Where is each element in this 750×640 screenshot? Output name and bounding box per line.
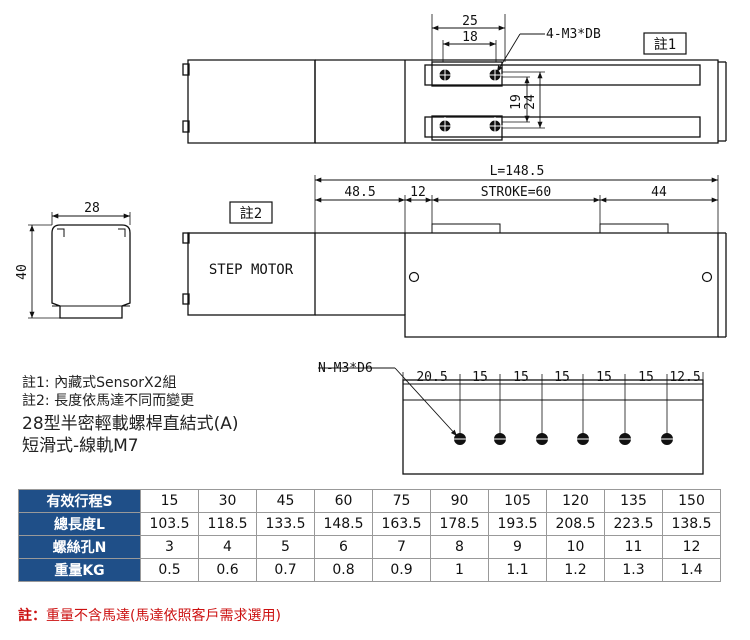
table-cell: 1.1: [488, 558, 547, 582]
pitch-15-b: 15: [513, 370, 529, 385]
dim-25: 25: [462, 14, 478, 29]
pitch-15-d: 15: [596, 370, 612, 385]
motor-label: STEP MOTOR: [209, 262, 294, 278]
note-2: 註2: 長度依馬達不同而變更: [22, 393, 195, 409]
table-cell: 118.5: [198, 512, 257, 536]
pitch-15-c: 15: [554, 370, 570, 385]
table-cell: 208.5: [546, 512, 605, 536]
table-cell: 0.7: [256, 558, 315, 582]
pitch-15-a: 15: [472, 370, 488, 385]
row-label-screws: 螺絲孔N: [18, 535, 141, 559]
pitch-20-5: 20.5: [416, 370, 447, 385]
side-view: [182, 175, 727, 338]
table-cell: 6: [314, 535, 373, 559]
top-view: [182, 14, 727, 144]
rail-hole-callout: N-M3*D6: [318, 361, 373, 376]
rail-view: [318, 367, 704, 475]
table-row: 總長度L 103.5 118.5 133.5 148.5 163.5 178.5…: [18, 512, 721, 536]
table-cell: 11: [604, 535, 663, 559]
top-view-holes: [436, 66, 504, 135]
table-cell: 30: [198, 489, 257, 513]
table-cell: 1.2: [546, 558, 605, 582]
table-cell: 45: [256, 489, 315, 513]
note-box-2: 註2: [240, 206, 262, 222]
row-label-weight: 重量KG: [18, 558, 141, 582]
table-row: 有效行程S 15 30 45 60 75 90 105 120 135 150: [18, 489, 721, 513]
seg-12: 12: [410, 185, 426, 200]
table-cell: 3: [140, 535, 199, 559]
table-cell: 120: [546, 489, 605, 513]
footer-note: 註：重量不含馬達(馬達依照客戶需求選用): [18, 605, 281, 625]
table-cell: 15: [140, 489, 199, 513]
note-box-1: 註1: [654, 37, 676, 53]
dim-24: 24: [523, 94, 538, 110]
end-width: 28: [84, 201, 100, 216]
table-cell: 223.5: [604, 512, 663, 536]
table-cell: 0.5: [140, 558, 199, 582]
row-label-stroke: 有效行程S: [18, 489, 141, 513]
model-subtitle: 短滑式-線軌M7: [22, 436, 139, 456]
note-1: 註1: 內藏式SensorX2組: [22, 375, 177, 391]
table-row: 螺絲孔N 3 4 5 6 7 8 9 10 11 12: [18, 535, 721, 559]
table-cell: 133.5: [256, 512, 315, 536]
top-hole-callout: 4-M3*DB: [546, 27, 601, 42]
table-cell: 0.8: [314, 558, 373, 582]
table-cell: 193.5: [488, 512, 547, 536]
table-cell: 7: [372, 535, 431, 559]
dim-19: 19: [509, 94, 524, 110]
table-cell: 135: [604, 489, 663, 513]
end-height: 40: [15, 264, 30, 280]
pitch-15-e: 15: [638, 370, 654, 385]
technical-drawing: 25 18 19 24 4-M3*DB 註1 L=148.5: [15, 14, 727, 475]
table-cell: 1.4: [662, 558, 721, 582]
table-cell: 8: [430, 535, 489, 559]
table-cell: 163.5: [372, 512, 431, 536]
dim-18: 18: [462, 30, 478, 45]
row-label-length: 總長度L: [18, 512, 141, 536]
table-cell: 105: [488, 489, 547, 513]
table-cell: 0.6: [198, 558, 257, 582]
table-cell: 150: [662, 489, 721, 513]
end-view: [28, 212, 131, 319]
table-cell: 138.5: [662, 512, 721, 536]
rail-holes: [452, 433, 675, 445]
seg-stroke: STROKE=60: [481, 185, 551, 200]
spec-table: 有效行程S 15 30 45 60 75 90 105 120 135 150 …: [18, 489, 721, 582]
table-cell: 1.3: [604, 558, 663, 582]
table-cell: 178.5: [430, 512, 489, 536]
table-cell: 5: [256, 535, 315, 559]
footer-prefix: 註：: [18, 608, 46, 624]
table-cell: 90: [430, 489, 489, 513]
seg-48-5: 48.5: [344, 185, 375, 200]
table-cell: 75: [372, 489, 431, 513]
table-cell: 0.9: [372, 558, 431, 582]
table-cell: 9: [488, 535, 547, 559]
pitch-12-5: 12.5: [669, 370, 700, 385]
table-cell: 148.5: [314, 512, 373, 536]
table-cell: 12: [662, 535, 721, 559]
model-title: 28型半密輕載螺桿直結式(A): [22, 414, 239, 434]
table-cell: 103.5: [140, 512, 199, 536]
table-cell: 1: [430, 558, 489, 582]
footer-text: 重量不含馬達(馬達依照客戶需求選用): [46, 608, 281, 624]
total-length: L=148.5: [490, 164, 545, 179]
table-cell: 10: [546, 535, 605, 559]
table-row: 重量KG 0.5 0.6 0.7 0.8 0.9 1 1.1 1.2 1.3 1…: [18, 558, 721, 582]
seg-44: 44: [651, 185, 667, 200]
table-cell: 4: [198, 535, 257, 559]
table-cell: 60: [314, 489, 373, 513]
